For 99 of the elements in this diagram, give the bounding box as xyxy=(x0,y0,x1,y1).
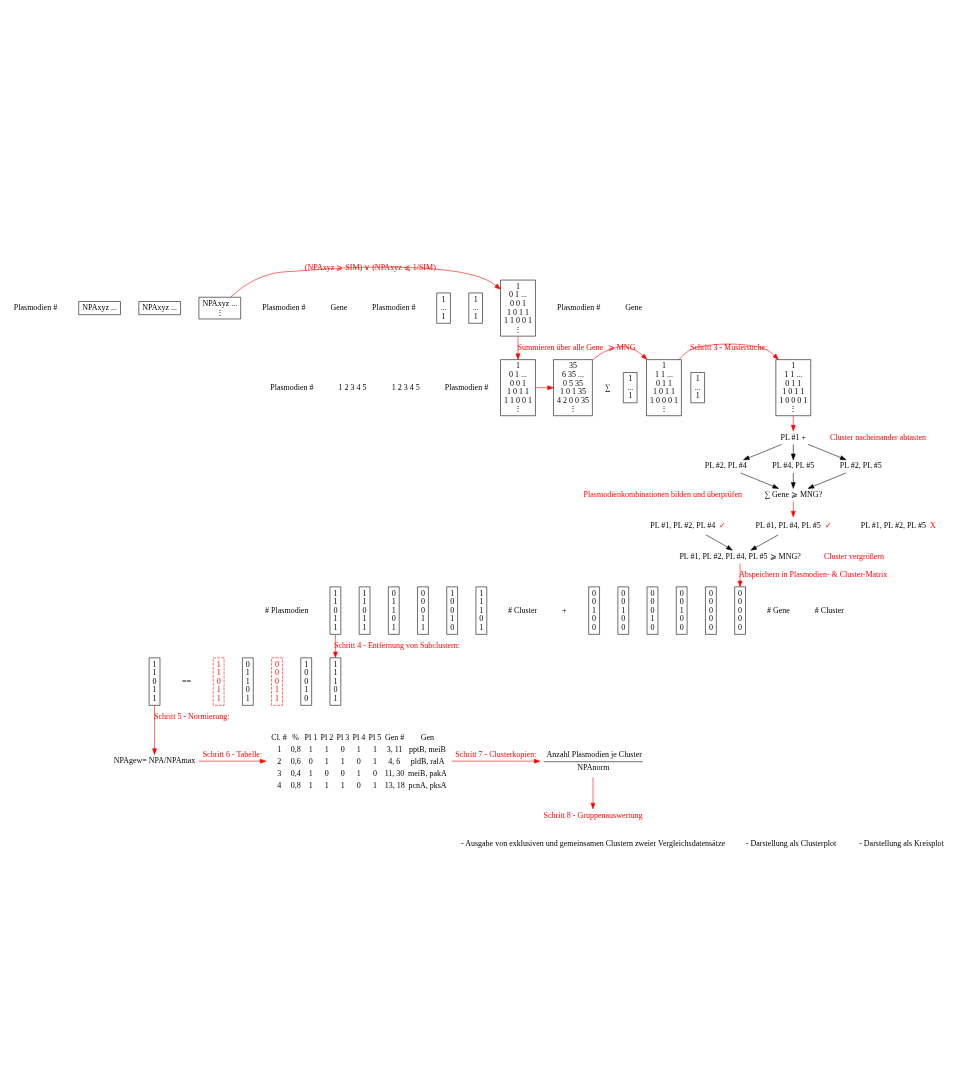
node-text: NPAgew= NPA/NPAmax xyxy=(113,756,196,766)
arrow xyxy=(590,777,596,810)
node-box: 35 6 35 ... 0 5 35 1 0 1 35 4 2 0 0 35 ⋮ xyxy=(553,359,593,416)
edge-label: Schritt 6 - Tabelle: xyxy=(202,750,263,760)
label: - Darstellung als Clusterplot xyxy=(745,839,837,849)
arrow xyxy=(152,705,157,755)
node-box: 0 0 1 0 0 xyxy=(588,586,600,635)
label: Plasmodien # xyxy=(262,303,306,313)
arrow xyxy=(230,266,501,298)
edge-label: Schritt 4 - Entfernung von Subclustern: xyxy=(333,641,460,651)
node-box: 1 1 0 1 1 xyxy=(358,586,371,635)
node-label: ✓ xyxy=(824,521,832,531)
label: Plasmodien # xyxy=(556,303,601,313)
node-box: 1 ... 1 xyxy=(468,292,483,324)
node-box: 1 ... 1 xyxy=(623,372,638,404)
node-box: 0 0 0 1 1 xyxy=(271,657,283,706)
node-box: 1 1 0 1 1 xyxy=(148,657,161,706)
node-box: 0 1 1 0 1 xyxy=(388,586,400,635)
label: + xyxy=(562,605,567,615)
arrow xyxy=(333,634,338,658)
label: Cluster nacheinander abtasten xyxy=(830,432,926,442)
label: # Cluster xyxy=(814,605,844,615)
label: Plasmodien # xyxy=(372,303,416,313)
arrow xyxy=(451,758,541,764)
node-box: 1 0 1 ... 0 0 1 1 0 1 1 1 1 0 0 1 ⋮ xyxy=(500,279,536,337)
label: Plasmodien # xyxy=(270,382,314,392)
node-box: 0 0 0 1 1 xyxy=(417,586,429,635)
node-box: 1 ... 1 xyxy=(690,372,705,404)
label: == xyxy=(182,676,192,686)
node-box: 0 0 1 0 0 xyxy=(675,586,688,635)
label: # Cluster xyxy=(508,605,538,615)
label: Gene xyxy=(625,303,643,313)
arrow xyxy=(791,444,796,460)
arrow xyxy=(678,343,779,360)
node-box: 1 1 0 1 1 xyxy=(329,586,342,635)
node-box: 1 1 0 1 1 xyxy=(212,657,225,706)
label: 1 2 3 4 5 xyxy=(338,382,367,392)
node-box: 1 0 1 ... 0 0 1 1 0 1 1 1 1 0 0 1 ⋮ xyxy=(500,359,536,416)
node-box: 1 1 1 0 1 xyxy=(329,657,342,706)
node-label: X xyxy=(930,521,936,531)
node-box: NPAxyz ... xyxy=(78,301,121,315)
node-box: 1 1 1 0 1 xyxy=(475,586,488,635)
edge-label: Schritt 7 - Clusterkopien: xyxy=(455,750,537,760)
edge-label: Schritt 5 - Normierung: xyxy=(154,712,230,722)
arrow xyxy=(791,472,796,489)
node-box: 1 1 1 ... 0 1 1 1 0 1 1 1 0 0 0 1 ⋮ xyxy=(646,359,682,416)
node-box: 0 0 1 0 0 xyxy=(617,586,630,635)
label: Gene xyxy=(330,303,348,313)
edge-label: (NPAxyz ⩾ SIM) ∨ (NPAxyz ⩽ 1/SIM) xyxy=(304,263,436,273)
arrow xyxy=(705,534,733,551)
node-box: NPAxyz ... xyxy=(138,301,181,315)
node-text: Schritt 8 - Gruppenauswertung xyxy=(543,810,643,820)
arrow xyxy=(743,444,782,461)
edge-label: Schritt 3 - Mustersuche: xyxy=(690,343,768,353)
node-box: 0 0 0 0 0 xyxy=(734,586,746,635)
node-label: ✓ xyxy=(719,521,727,531)
arrow xyxy=(198,758,267,764)
node-text: PL #1, PL #4, PL #5 xyxy=(755,521,821,531)
node-box: 1 ... 1 xyxy=(436,292,451,324)
label: Plasmodien # xyxy=(444,382,489,392)
node-text: PL #1, PL #2, PL #4 xyxy=(650,521,716,531)
arrow xyxy=(791,415,796,432)
node-box: 1 0 0 1 0 xyxy=(446,586,458,635)
label: 1 2 3 4 5 xyxy=(391,382,420,392)
node-box: 0 0 0 0 0 xyxy=(705,586,717,635)
edge-label: Summieren über alle Gene xyxy=(517,343,604,353)
node-text: PL #2, PL #5 xyxy=(839,461,882,471)
node-text: PL #1, PL #2, PL #4, PL #5 ⩾ MNG? xyxy=(679,551,801,561)
label: Plasmodienkombinationen bilden und überprüfen xyxy=(583,490,743,500)
node-text: PL #2, PL #4 xyxy=(704,461,747,471)
label: - Ausgabe von exklusiven und gemeinsamen Clustern zweier Vergleichsdatensätze xyxy=(460,839,726,849)
label: - Darstellung als Kreisplot xyxy=(859,839,944,849)
node-text: PL #1, PL #2, PL #5 xyxy=(860,521,926,531)
node-box: 0 1 1 0 1 xyxy=(242,657,254,706)
arrow xyxy=(515,336,521,360)
arrow xyxy=(592,346,648,361)
arrow xyxy=(807,472,847,489)
node-text: Anzahl Plasmodien je Cluster NPAnorm xyxy=(546,749,642,773)
arrow xyxy=(791,501,796,518)
node-box: NPAxyz ... ⋮ xyxy=(198,296,241,320)
edge-label: Abspeichern in Plasmodien- & Cluster-Matrix xyxy=(738,570,888,580)
node-text: Cl. # % Pl 1 Pl 2 Pl 3 Pl 4 Pl 5 Gen # Gen 1 0,8 1 1 0 1 1 3, 11 pptB, meiB 2 0,6 0 1 1 0 1 4, 6 pldB, ralA 3 0,4 1 0 0 1 0 11, 30 meiB, pakA 4 0,8 1 1 1 0 1 13, 18 pcnA, pksA xyxy=(271,732,447,790)
node-text: PL #1 + xyxy=(780,432,807,442)
node-box: 0 0 0 1 0 xyxy=(646,586,659,635)
label: Cluster vergrößern xyxy=(823,551,884,561)
label: # Plasmodien xyxy=(265,605,309,615)
label: ∑ xyxy=(605,382,611,392)
arrow xyxy=(807,444,847,461)
arrow xyxy=(737,563,743,587)
node-box: 1 1 1 ... 0 1 1 1 0 1 1 1 0 0 0 1 ⋮ xyxy=(775,359,812,416)
edge-label: ⩾ MNG xyxy=(607,343,636,353)
node-box: 1 0 0 1 0 xyxy=(300,657,312,706)
node-text: ∑ Gene ⩾ MNG? xyxy=(764,490,823,500)
arrow xyxy=(740,472,779,489)
node-text: PL #4, PL #5 xyxy=(772,461,815,471)
arrow xyxy=(535,385,554,390)
label: Plasmodien # xyxy=(13,303,58,313)
arrow xyxy=(750,534,779,551)
label: # Gene xyxy=(766,605,790,615)
